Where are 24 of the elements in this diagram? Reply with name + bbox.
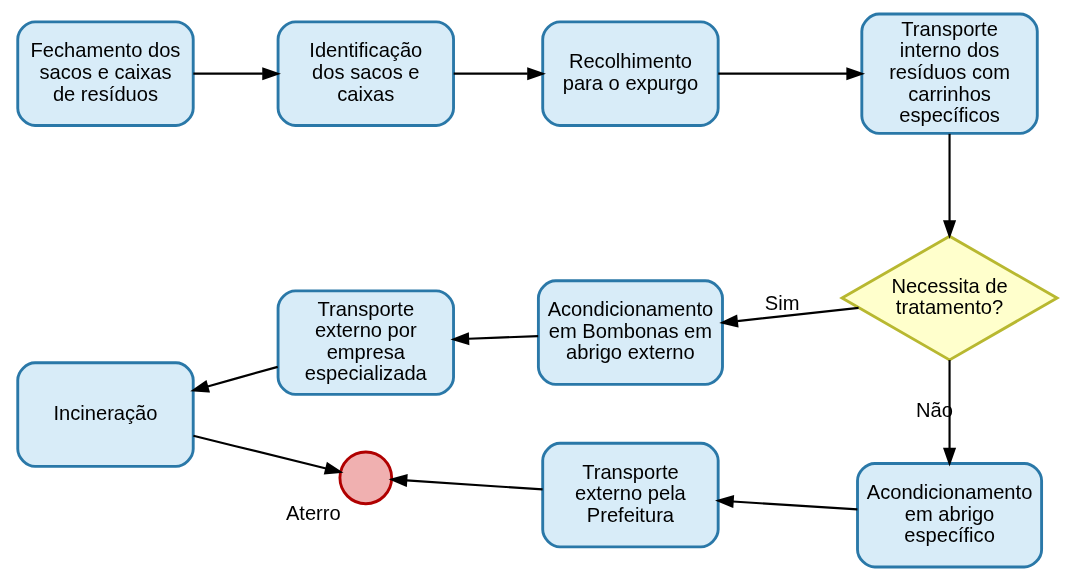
arrow	[943, 360, 957, 467]
node-box: Fechamento dos sacos e caixas de resíduos	[16, 20, 195, 127]
node-box: Identificação dos sacos e caixas	[276, 20, 455, 127]
arrow	[388, 473, 543, 491]
node-label: Aterro	[285, 501, 341, 524]
node-box: Incineração	[16, 361, 195, 468]
arrow	[943, 133, 957, 240]
node-box: Recolhimento para o expurgo	[541, 20, 720, 127]
arrow	[715, 495, 858, 511]
node-circle	[338, 450, 394, 506]
node-box: Acondicionamento em abrigo específico	[856, 462, 1044, 569]
node-box: Transporte externo por empresa especializada	[276, 289, 455, 396]
arrow	[193, 434, 344, 475]
edge-label: Sim	[764, 291, 800, 314]
arrow	[190, 365, 278, 393]
arrow	[718, 67, 866, 81]
arrow	[450, 332, 539, 346]
node-box: Transporte interno dos resíduos com carrinhos específicos	[860, 12, 1039, 135]
node-box: Acondicionamento em Bombonas em abrigo externo	[536, 279, 724, 386]
arrow	[719, 306, 859, 328]
arrow	[453, 67, 546, 81]
arrow	[193, 67, 281, 81]
node-diamond: Necessita de tratamento?	[839, 234, 1060, 362]
node-box: Transporte externo pela Prefeitura	[541, 441, 720, 549]
